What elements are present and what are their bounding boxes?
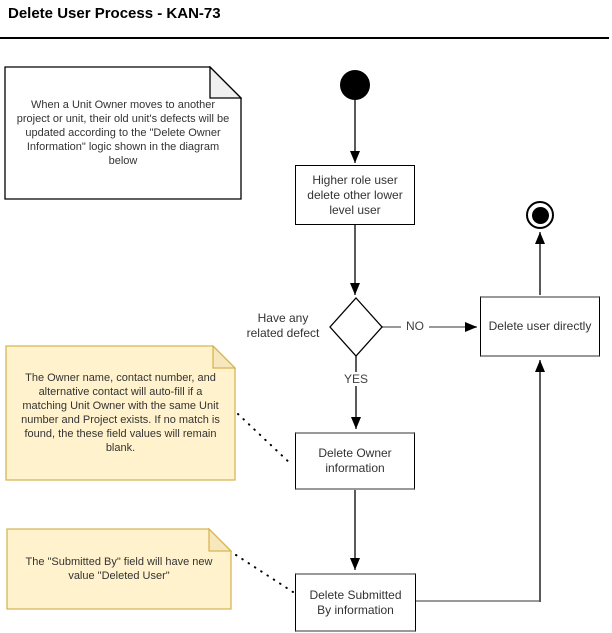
edge-note-owner-dotted (237, 413, 293, 466)
note-submitted-by: The "Submitted By" field will have new v… (6, 528, 232, 610)
note-line: The Owner name, contact number, and (25, 372, 216, 384)
start-node (340, 70, 370, 100)
note-shape (4, 66, 242, 200)
task-label: Delete Submitted By information (309, 587, 402, 617)
end-node-dot (531, 206, 549, 224)
note-text: The Owner name, contact number, and alte… (5, 345, 236, 481)
note-shape (6, 528, 232, 610)
note-process-overview: When a Unit Owner moves to another proje… (4, 66, 242, 200)
title-divider (0, 37, 609, 39)
note-line: The "Submitted By" field will have new (25, 556, 213, 568)
task-label: Higher role user delete other lower leve… (307, 172, 403, 217)
note-line: updated according to the "Delete Owner (25, 127, 221, 139)
task-delete-submitted-by-information: Delete Submitted By information (295, 573, 416, 632)
note-text: The "Submitted By" field will have new v… (6, 528, 232, 610)
note-line: When a Unit Owner moves to another (30, 99, 216, 111)
note-line: number and Project exists. If no match i… (21, 414, 220, 426)
task-label: Delete user directly (488, 319, 592, 333)
task-delete-owner-information: Delete Owner information (295, 432, 415, 490)
edge-label-yes: YES (340, 372, 372, 386)
note-line: found, the these field values will remai… (24, 428, 217, 440)
edge-note-submitted-dotted (235, 554, 294, 593)
decision-label: Have any related defect (246, 311, 320, 340)
task-higher-role-delete: Higher role user delete other lower leve… (295, 165, 415, 225)
page-title: Delete User Process - KAN-73 (8, 5, 221, 22)
note-line: below (108, 155, 138, 167)
task-delete-user-directly: Delete user directly (480, 296, 600, 357)
edge-label-no: NO (401, 319, 429, 333)
note-shape (5, 345, 236, 481)
end-node (526, 201, 554, 229)
note-owner-autofill: The Owner name, contact number, and alte… (5, 345, 236, 481)
note-text: When a Unit Owner moves to another proje… (4, 66, 242, 200)
note-line: Information" logic shown in the diagram (26, 141, 220, 153)
note-line: project or unit, their old unit's defect… (16, 113, 230, 125)
note-line: matching Unit Owner with the same Unit (22, 400, 219, 412)
note-line: blank. (105, 442, 136, 454)
task-label: Delete Owner information (318, 446, 392, 475)
note-line: alternative contact will auto-fill if a (38, 386, 203, 398)
decision-diamond (329, 297, 383, 357)
note-line: value "Deleted User" (68, 570, 170, 582)
